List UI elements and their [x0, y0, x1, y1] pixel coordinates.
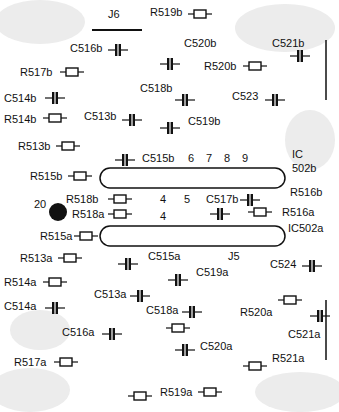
part-label: R517a: [14, 356, 46, 368]
pin-marker: [49, 203, 67, 221]
part-label: 8: [224, 152, 230, 164]
part-label: C517b: [206, 193, 238, 205]
part-label: C524: [270, 258, 296, 270]
ic-outline: [100, 168, 285, 188]
part-label: R514a: [4, 276, 36, 288]
part-label: C521b: [272, 37, 304, 49]
part-label: R513a: [20, 252, 52, 264]
part-label: 20: [34, 198, 46, 210]
part-label: R519b: [150, 6, 182, 18]
part-label: J6: [108, 8, 120, 20]
part-label: 4: [160, 193, 166, 205]
part-label: R518a: [72, 208, 104, 220]
part-label: C515a: [148, 250, 180, 262]
part-label: IC: [292, 148, 303, 160]
part-label: R513b: [18, 140, 50, 152]
part-label: R515b: [30, 170, 62, 182]
part-label: 5: [184, 193, 190, 205]
part-label: 6: [188, 152, 194, 164]
part-label: R514b: [4, 113, 36, 125]
part-label: C513b: [84, 110, 116, 122]
board-edge: [325, 40, 327, 360]
part-label: R515a: [40, 230, 72, 242]
part-label: R520b: [204, 60, 236, 72]
part-label: C519a: [196, 266, 228, 278]
part-label: C514a: [4, 300, 36, 312]
part-label: C516a: [62, 326, 94, 338]
part-label: R520a: [240, 306, 272, 318]
part-label: C520a: [200, 340, 232, 352]
part-label: R519a: [160, 386, 192, 398]
capacitor-symbol: [45, 44, 330, 356]
resistor-symbol: [43, 10, 302, 400]
part-label: 502b: [292, 162, 316, 174]
part-label: C521a: [288, 328, 320, 340]
part-label: R517b: [20, 66, 52, 78]
part-label: C514b: [4, 92, 36, 104]
part-label: C516b: [70, 42, 102, 54]
part-label: J5: [228, 250, 240, 262]
part-label: 4: [160, 210, 166, 222]
part-label: R521a: [272, 352, 304, 364]
part-label: C519b: [188, 115, 220, 127]
part-label: R518b: [66, 193, 98, 205]
part-label: R516a: [282, 206, 314, 218]
part-label: R516b: [290, 186, 322, 198]
part-label: 7: [206, 152, 212, 164]
part-label: 9: [242, 152, 248, 164]
part-label: IC502a: [288, 222, 323, 234]
part-label: C518a: [146, 304, 178, 316]
part-label: C518b: [140, 82, 172, 94]
part-label: C515b: [142, 152, 174, 164]
connector-outline: [92, 29, 142, 31]
part-label: C513a: [94, 288, 126, 300]
part-label: C523: [232, 90, 258, 102]
part-label: C520b: [184, 37, 216, 49]
ic-outline: [100, 226, 285, 246]
